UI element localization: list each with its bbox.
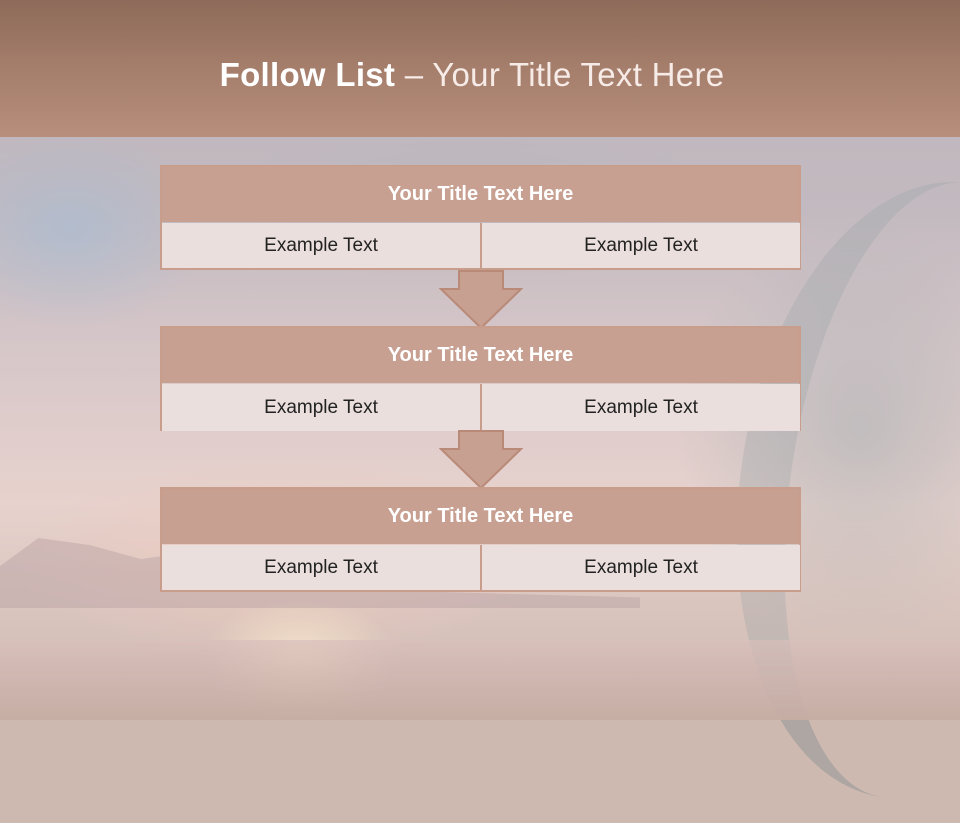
flow-step-divider xyxy=(480,223,482,268)
background-sea xyxy=(0,640,960,720)
flow-step-right-text[interactable]: Example Text xyxy=(482,223,800,268)
title-banner: Follow List – Your Title Text Here xyxy=(0,0,960,137)
flow-step-divider xyxy=(480,384,482,431)
flow-step-divider xyxy=(480,545,482,590)
flow-step-2[interactable]: Your Title Text Here Example Text Exampl… xyxy=(160,326,801,431)
flow-step-left-text[interactable]: Example Text xyxy=(162,384,480,431)
slide-title-rest: – Your Title Text Here xyxy=(395,56,725,93)
flow-step-title[interactable]: Your Title Text Here xyxy=(162,489,799,544)
flow-step-title[interactable]: Your Title Text Here xyxy=(162,328,799,383)
slide-title-bold: Follow List xyxy=(219,56,396,93)
flow-step-1[interactable]: Your Title Text Here Example Text Exampl… xyxy=(160,165,801,270)
down-arrow-icon xyxy=(439,430,523,490)
flow-step-3[interactable]: Your Title Text Here Example Text Exampl… xyxy=(160,487,801,592)
down-arrow-icon xyxy=(439,270,523,330)
flow-step-title[interactable]: Your Title Text Here xyxy=(162,167,799,222)
slide-title[interactable]: Follow List – Your Title Text Here xyxy=(0,56,944,94)
flow-step-right-text[interactable]: Example Text xyxy=(482,545,800,590)
flow-step-right-text[interactable]: Example Text xyxy=(482,384,800,431)
flow-step-left-text[interactable]: Example Text xyxy=(162,545,480,590)
flow-step-left-text[interactable]: Example Text xyxy=(162,223,480,268)
